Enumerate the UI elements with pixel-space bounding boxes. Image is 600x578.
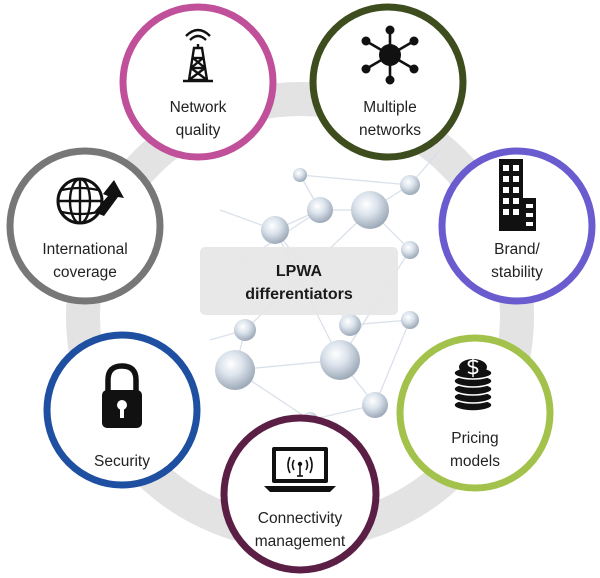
node-brand-stability: Brand/ stability <box>438 147 596 305</box>
node-network-quality-line2: quality <box>176 122 221 139</box>
node-network-quality: Network quality <box>119 3 277 161</box>
node-international-coverage: International coverage <box>6 147 164 305</box>
node-pricing-models-line1: Pricing <box>451 430 498 447</box>
center-title-line2: differentiators <box>245 286 353 303</box>
node-connectivity-management: Connectivity management <box>220 414 380 574</box>
center-title-line1: LPWA <box>276 263 323 280</box>
padlock-icon <box>102 363 142 428</box>
node-security: Security <box>43 331 201 489</box>
laptop-signal-icon <box>264 447 336 492</box>
globe-arrow-icon <box>56 177 124 225</box>
network-spheres <box>215 168 420 428</box>
node-multiple-networks: Multiple networks <box>309 3 467 161</box>
building-icon <box>499 159 536 231</box>
node-brand-stability-line2: stability <box>491 264 543 281</box>
node-connectivity-management-line1: Connectivity <box>258 510 343 527</box>
node-international-coverage-line1: International <box>42 241 127 258</box>
node-brand-stability-line1: Brand/ <box>494 241 540 258</box>
antenna-tower-icon <box>183 28 213 83</box>
node-network-quality-line1: Network <box>170 99 227 116</box>
node-security-label: Security <box>94 453 150 470</box>
coin-stack-icon <box>453 357 493 412</box>
node-international-coverage-line2: coverage <box>53 264 117 281</box>
node-pricing-models-line2: models <box>450 453 500 470</box>
node-connectivity-management-line2: management <box>255 533 346 550</box>
node-multiple-networks-line2: networks <box>359 122 421 139</box>
network-hub-icon <box>361 25 419 85</box>
center-box: LPWA differentiators <box>200 247 398 315</box>
node-multiple-networks-line1: Multiple <box>363 99 416 116</box>
node-pricing-models: Pricing models <box>396 334 554 492</box>
